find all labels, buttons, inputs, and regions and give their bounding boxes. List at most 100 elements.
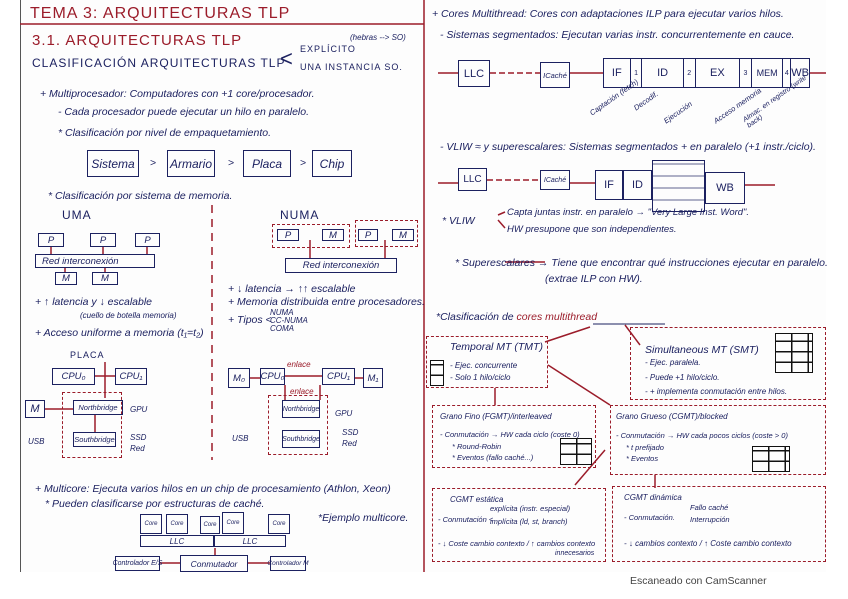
numa-board-northbridge: Northbridge — [282, 400, 320, 418]
numa-board-link: enlace — [290, 387, 314, 396]
mt-classification-underlined: cores multithread — [516, 311, 598, 323]
numa-board-cpu1: CPU₁ — [322, 368, 355, 385]
cgmt-dynamic-title: CGMT dinámica — [624, 493, 682, 502]
packaging-heading: * Clasificación por nivel de empaquetami… — [58, 127, 272, 139]
scanner-watermark: Escaneado con CamScanner — [630, 575, 767, 587]
packaging-placa: Placa — [243, 150, 291, 177]
fgmt-line: * Eventos (fallo caché...) — [452, 453, 534, 462]
superscalar-detail: (extrae ILP con HW). — [545, 273, 643, 285]
uma-network: Red interconexión — [35, 254, 155, 268]
explicit-note: (hebras --> SO) — [350, 33, 406, 42]
numa-point-2: + Memoria distribuida entre procesadores… — [228, 296, 425, 308]
tmt-line: - Ejec. concurrente — [450, 361, 518, 370]
mc-io-controller: Controlador E/S — [113, 556, 162, 571]
mc-core: Core — [222, 512, 244, 534]
cgmt-dynamic-box — [612, 486, 826, 562]
mc-core: Core — [268, 514, 290, 534]
cgmt-static-line: - ↓ Coste cambio contexto / ↑ cambios co… — [438, 539, 596, 548]
placa-southbridge: Southbridge — [73, 432, 116, 447]
numa-board-usb: USB — [232, 434, 249, 443]
pipe-icache: ICaché — [540, 62, 570, 88]
tmt-box — [426, 336, 548, 388]
stage-if: IF — [604, 59, 631, 87]
cgmt-line: * t prefijado — [626, 443, 664, 452]
memory-heading: * Clasificación por sistema de memoria. — [48, 190, 233, 202]
placa-cpu0: CPU₀ — [52, 368, 95, 385]
numa-board-link: enlace — [287, 360, 311, 369]
vliw-label: * VLIW — [442, 215, 475, 227]
numa-processor: P — [358, 229, 378, 241]
explicit-label: EXPLÍCITO — [300, 44, 356, 54]
gt-1: > — [150, 157, 157, 169]
numa-type: CC-NUMA — [270, 316, 308, 325]
superscalar-line: * Superescalares → Tiene que encontrar q… — [455, 257, 828, 269]
numa-point-1: + ↓ latencia → ↑↑ escalable — [228, 283, 356, 295]
mc-core: Core — [166, 514, 188, 534]
placa-red: Red — [130, 444, 145, 453]
multiprocessor-detail: - Cada procesador puede ejecutar un hilo… — [58, 106, 310, 118]
pipe2-llc: LLC — [458, 168, 487, 191]
placa-northbridge: Northbridge — [73, 400, 123, 415]
vliw-line: - VLIW ≈ y superescalares: Sistemas segm… — [440, 141, 816, 153]
cgmt-static-option: implícita (ld, st, branch) — [490, 517, 568, 526]
cgmt-static-title: CGMT estática — [450, 495, 504, 504]
gt-2: > — [228, 157, 235, 169]
fgmt-grid-icon — [560, 438, 592, 465]
pipe2-if: IF — [595, 170, 623, 200]
cgmt-dynamic-line: - ↓ cambios contexto / ↑ Coste cambio co… — [624, 539, 792, 548]
fgmt-line: - Conmutación → HW cada ciclo (coste 0) — [440, 430, 580, 439]
pipe2-icache: ICaché — [540, 170, 570, 190]
stage-id: ID — [642, 59, 684, 87]
cgmt-static-line: innecesarios — [555, 550, 595, 557]
chipset-group — [62, 392, 122, 458]
classification-heading: CLASIFICACIÓN ARQUITECTURAS TLP — [32, 56, 286, 70]
numa-type: COMA — [270, 324, 294, 333]
stage-latch: 3 — [740, 59, 752, 87]
placa-title: PLACA — [70, 350, 105, 360]
placa-gpu: GPU — [130, 405, 148, 414]
placa-ssd: SSD — [130, 433, 147, 442]
packaging-armario: Armario — [167, 150, 215, 177]
vliw-detail-1: Capta juntas instr. en paralelo → "Very … — [507, 207, 750, 218]
scanned-page — [20, 0, 826, 572]
fgmt-line: * Round-Robin — [452, 442, 502, 451]
placa-usb: USB — [28, 437, 45, 446]
tmt-title: Temporal MT (TMT) — [450, 341, 543, 353]
numa-board-m0: M₀ — [228, 368, 250, 388]
uma-point-1-note: (cuello de botella memoria) — [80, 311, 177, 320]
mc-memory-controller: Controlador M — [267, 556, 309, 571]
tmt-line: - Solo 1 hilo/ciclo — [450, 373, 511, 382]
numa-memory: M — [392, 229, 414, 241]
mc-core: Core — [200, 516, 220, 534]
numa-types-label: + Tipos < — [228, 314, 272, 326]
stage-latch: 1 — [631, 59, 643, 87]
numa-processor: P — [277, 229, 299, 241]
numa-type: NUMA — [270, 308, 294, 317]
stage-latch: 2 — [684, 59, 696, 87]
cgmt-box — [610, 405, 826, 475]
uma-processor: P — [135, 233, 160, 247]
smt-line: - Puede +1 hilo/ciclo. — [645, 373, 720, 382]
placa-cpu1: CPU₁ — [115, 368, 147, 385]
fgmt-title: Grano Fino (FGMT)/interleaved — [440, 412, 552, 421]
mc-llc: LLC — [214, 535, 286, 547]
stage-mem: MEM — [752, 59, 784, 87]
bracket: < — [280, 46, 293, 71]
fgmt-box — [432, 405, 596, 468]
cgmt-static-option: explícita (instr. especial) — [490, 504, 571, 513]
uma-processor: P — [38, 233, 64, 247]
uma-memory: M — [92, 272, 118, 285]
uma-point-2: + Acceso uniforme a memoria (t₁=t₂) — [35, 327, 204, 339]
multicore-example: *Ejemplo multicore. — [318, 512, 409, 524]
vliw-detail-2: HW presupone que son independientes. — [507, 224, 677, 235]
cgmt-dynamic-switch: - Conmutación. — [624, 513, 675, 522]
multicore-line: + Multicore: Ejecuta varios hilos en un … — [35, 483, 391, 495]
numa-board-ssd: SSD — [342, 428, 359, 437]
single-instance-label: UNA INSTANCIA SO. — [300, 62, 403, 72]
numa-board-red: Red — [342, 439, 357, 448]
page-title: TEMA 3: ARQUITECTURAS TLP — [30, 5, 291, 22]
mc-llc: LLC — [140, 535, 214, 547]
mt-classification-prefix: *Clasificación de — [436, 311, 514, 323]
numa-network: Red interconexión — [285, 258, 397, 273]
gt-3: > — [300, 157, 307, 169]
